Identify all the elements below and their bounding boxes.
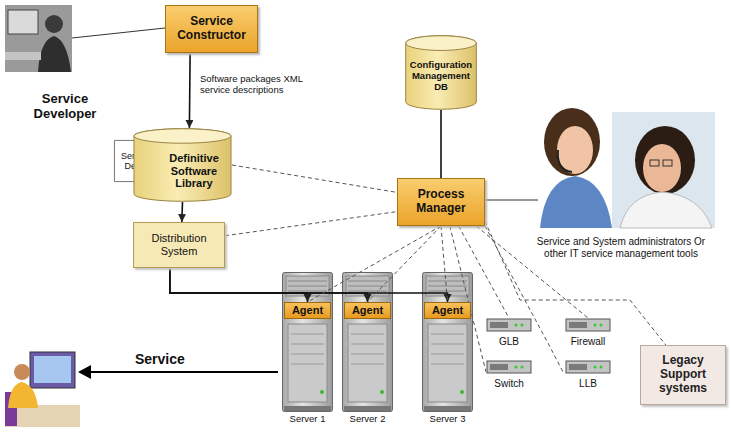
node-text: Process Manager bbox=[401, 188, 481, 216]
developer-link bbox=[72, 28, 165, 38]
node-text: Service Constructor bbox=[169, 15, 254, 43]
server-label: Server 1 bbox=[278, 414, 337, 425]
node-text: Agent bbox=[432, 304, 463, 317]
node-text: Switch bbox=[494, 378, 523, 390]
dashed-connector bbox=[225, 212, 397, 236]
node-text: GLB bbox=[499, 336, 519, 348]
flow-connector bbox=[170, 268, 448, 302]
flow-label: Service bbox=[135, 351, 205, 367]
service-arrow bbox=[88, 371, 278, 373]
device-icon bbox=[565, 318, 611, 332]
actor-label: Service and System administrators Or oth… bbox=[533, 236, 709, 259]
process-box: Service Constructor bbox=[165, 5, 258, 53]
flow-connector bbox=[181, 202, 183, 222]
agent-box: Agent bbox=[424, 302, 471, 319]
device-icon bbox=[486, 318, 532, 332]
edge-label: Software packages XML service descriptio… bbox=[200, 74, 325, 96]
node-text: Definitive Software Library bbox=[160, 152, 228, 190]
dashed-connector bbox=[441, 226, 448, 302]
flow-connector bbox=[440, 110, 442, 178]
device-icon bbox=[486, 360, 532, 374]
process-box: Distribution System bbox=[133, 222, 225, 268]
flow-connector bbox=[170, 268, 308, 302]
user-photo bbox=[5, 352, 80, 427]
dashed-connector bbox=[368, 226, 442, 302]
administrators-link bbox=[485, 200, 538, 201]
flow-connector bbox=[170, 268, 368, 302]
developer-photo bbox=[5, 5, 72, 72]
administrators-photo bbox=[540, 108, 715, 228]
node-text: Agent bbox=[352, 304, 383, 317]
flow-connector bbox=[189, 53, 191, 128]
actor-label: Service Developer bbox=[20, 92, 110, 122]
dashed-connector bbox=[232, 165, 397, 192]
arrow-head bbox=[78, 365, 91, 379]
network-device: GLB bbox=[486, 318, 532, 352]
node-text: LLB bbox=[579, 378, 597, 390]
node-text: Agent bbox=[292, 304, 323, 317]
network-device: LLB bbox=[563, 360, 613, 394]
network-device: Switch bbox=[486, 360, 532, 394]
network-device: Firewall bbox=[563, 318, 613, 352]
server-label: Server 3 bbox=[418, 414, 477, 425]
dashed-connector bbox=[308, 226, 442, 302]
agent-box: Agent bbox=[284, 302, 331, 319]
database-cylinder: Definitive Software Library bbox=[133, 128, 232, 202]
system-box: Legacy Support systems bbox=[640, 345, 726, 405]
server-label: Server 2 bbox=[338, 414, 397, 425]
node-text: Configuration Management DB bbox=[408, 60, 474, 93]
node-text: Firewall bbox=[571, 336, 605, 348]
node-text: Distribution System bbox=[138, 232, 220, 257]
process-box: Process Manager bbox=[397, 178, 485, 226]
node-text: Legacy Support systems bbox=[645, 354, 721, 395]
database-cylinder: Configuration Management DB bbox=[405, 35, 477, 110]
device-icon bbox=[565, 360, 611, 374]
agent-box: Agent bbox=[344, 302, 391, 319]
dashed-connector bbox=[450, 226, 486, 372]
